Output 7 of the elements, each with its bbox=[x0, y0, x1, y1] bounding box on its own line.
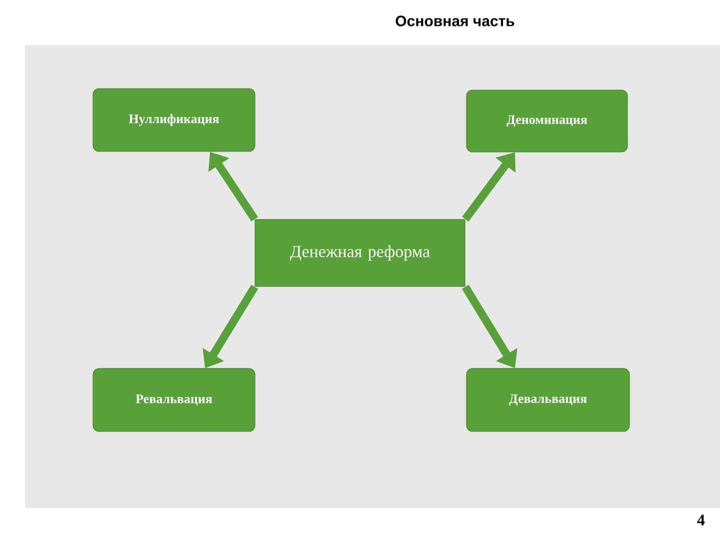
page-number: 4 bbox=[697, 514, 705, 526]
process-box: Ревальвация bbox=[92, 368, 256, 432]
slide-title: Основная часть bbox=[396, 16, 514, 26]
process-box: Девальвация bbox=[466, 368, 630, 432]
process-box: Нуллификация bbox=[92, 88, 256, 152]
process-box: Деноминация bbox=[466, 90, 628, 152]
process-box: Денежная реформа bbox=[254, 219, 466, 287]
